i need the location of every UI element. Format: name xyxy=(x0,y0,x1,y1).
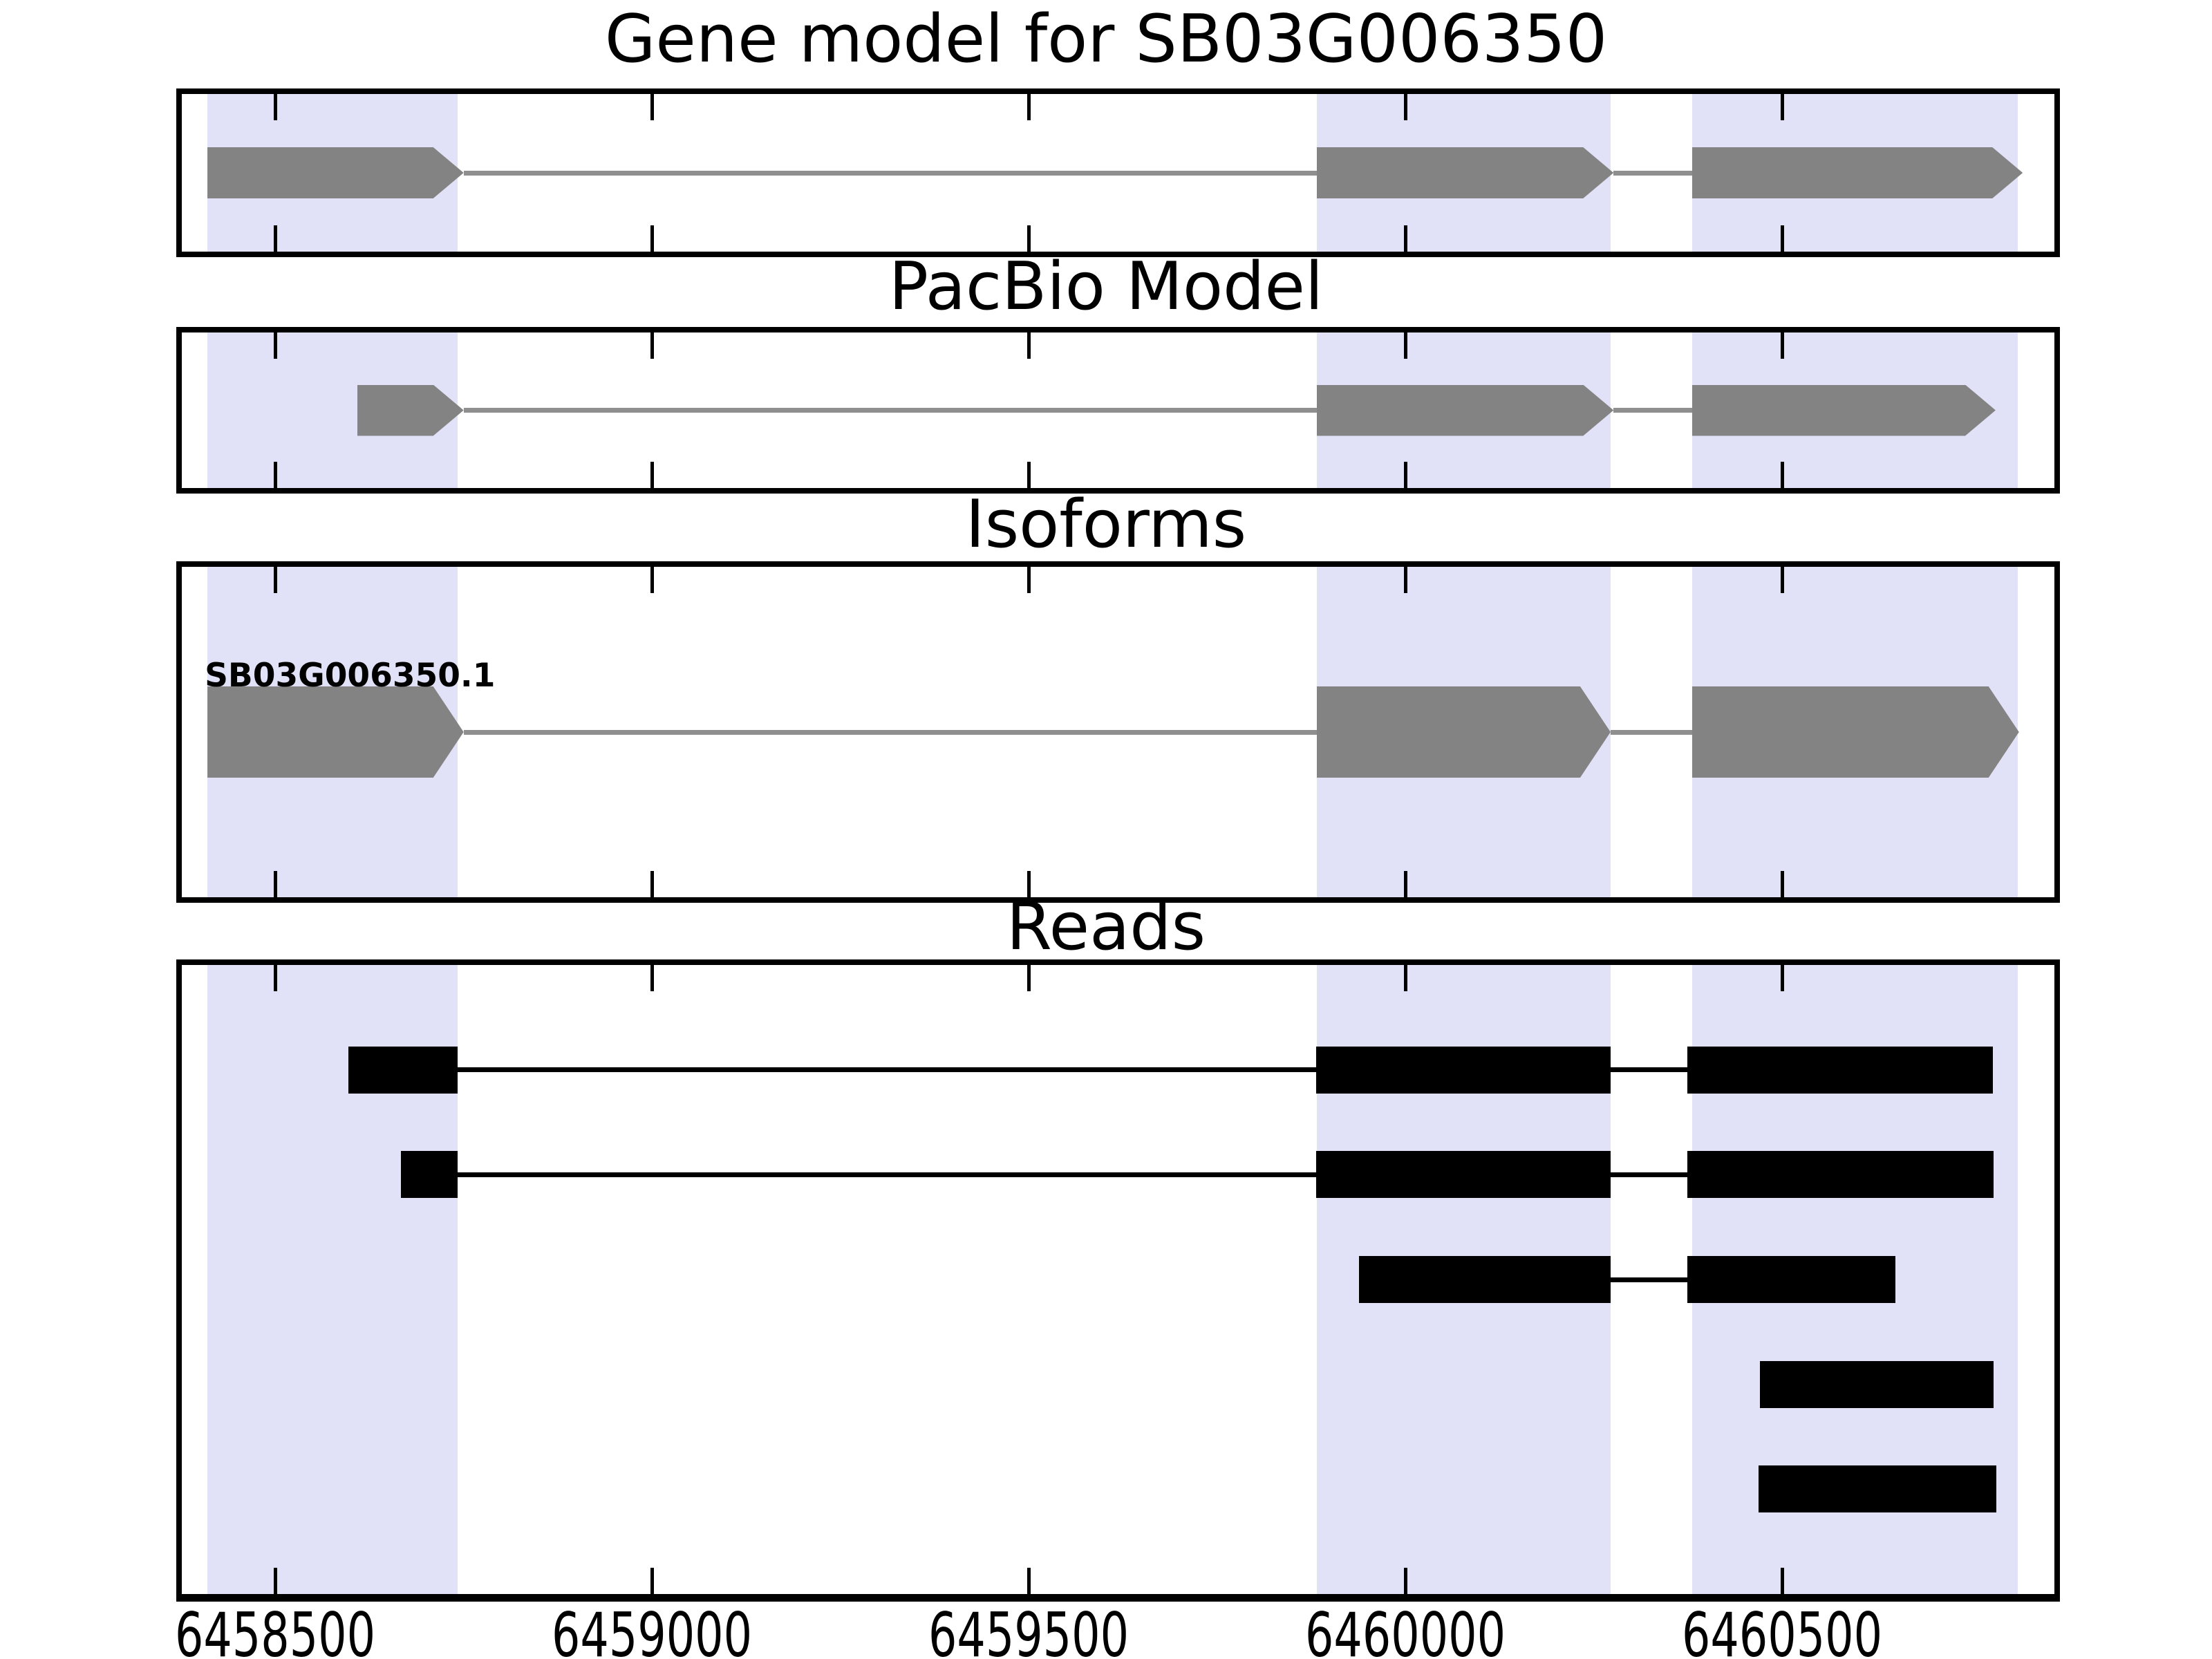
axis-tick-mark-top xyxy=(1780,965,1784,991)
read-link-line xyxy=(1610,1067,1688,1073)
axis-tick-mark-bottom xyxy=(1027,225,1031,252)
axis-tick-mark-top xyxy=(1027,567,1031,593)
axis-tick-mark-bottom xyxy=(1403,225,1407,252)
axis-tick-mark-bottom xyxy=(650,225,654,252)
axis-tick-mark-bottom xyxy=(273,462,277,488)
exon-arrow xyxy=(1691,686,2019,778)
axis-tick-mark-top xyxy=(273,332,277,359)
x-axis-tick-label: 6458500 xyxy=(175,1600,376,1659)
exon-arrow xyxy=(1316,384,1614,436)
read-block xyxy=(1315,1151,1611,1199)
axis-tick-mark-bottom xyxy=(1403,871,1407,897)
axis-tick-mark-top xyxy=(1403,332,1407,359)
exon-arrow xyxy=(1316,686,1611,778)
axis-tick-mark-bottom xyxy=(1780,462,1784,488)
track-panel-gene-model xyxy=(176,88,2060,257)
isoform-label: SB03G006350.1 xyxy=(205,657,496,695)
read-link-line xyxy=(1610,1277,1688,1282)
read-block xyxy=(401,1151,458,1199)
read-block xyxy=(1759,1360,1994,1408)
track-panel-reads xyxy=(176,959,2060,1602)
read-block xyxy=(1315,1046,1611,1094)
axis-tick-mark-bottom xyxy=(273,1568,277,1594)
read-block xyxy=(1758,1465,1997,1513)
track-title-pacbio-model: PacBio Model xyxy=(888,249,1324,325)
axis-tick-mark-top xyxy=(1780,567,1784,593)
axis-tick-mark-top xyxy=(273,94,277,120)
exon-arrow xyxy=(207,686,464,778)
intron-line xyxy=(1610,729,1692,735)
axis-tick-mark-top xyxy=(650,567,654,593)
intron-line xyxy=(1613,408,1692,413)
intron-line xyxy=(1613,170,1692,176)
read-block xyxy=(1687,1046,1993,1094)
axis-tick-mark-bottom xyxy=(1780,1568,1784,1594)
axis-tick-mark-bottom xyxy=(1780,871,1784,897)
axis-tick-mark-bottom xyxy=(1027,462,1031,488)
track-panel-isoforms: SB03G006350.1 xyxy=(176,561,2060,903)
axis-tick-mark-top xyxy=(1403,567,1407,593)
x-axis-tick-label: 6460500 xyxy=(1682,1600,1883,1659)
exon-arrow xyxy=(207,147,464,198)
exon-arrow xyxy=(1691,147,2023,198)
intron-line xyxy=(463,729,1317,735)
axis-tick-mark-bottom xyxy=(650,871,654,897)
intron-line xyxy=(463,408,1317,413)
exon-arrow xyxy=(1316,147,1614,198)
axis-tick-mark-top xyxy=(1027,332,1031,359)
axis-tick-mark-top xyxy=(1027,94,1031,120)
axis-tick-mark-bottom xyxy=(273,225,277,252)
x-axis-tick-label: 6460000 xyxy=(1305,1600,1506,1659)
axis-tick-mark-top xyxy=(273,965,277,991)
track-panel-pacbio-model xyxy=(176,327,2060,494)
x-axis-tick-label: 6459000 xyxy=(552,1600,753,1659)
axis-tick-mark-bottom xyxy=(1027,871,1031,897)
axis-tick-mark-top xyxy=(1403,965,1407,991)
axis-tick-mark-top xyxy=(273,567,277,593)
axis-tick-mark-top xyxy=(1403,94,1407,120)
read-block xyxy=(348,1046,458,1094)
read-block xyxy=(1687,1151,1994,1199)
axis-tick-mark-top xyxy=(650,965,654,991)
read-link-line xyxy=(457,1067,1316,1073)
track-title-gene-model: Gene model for SB03G006350 xyxy=(604,1,1608,77)
x-axis-tick-label: 6459500 xyxy=(928,1600,1130,1659)
read-block xyxy=(1358,1256,1611,1303)
axis-tick-mark-top xyxy=(650,332,654,359)
axis-tick-mark-bottom xyxy=(650,1568,654,1594)
read-block xyxy=(1687,1256,1895,1303)
read-link-line xyxy=(1610,1172,1688,1177)
axis-tick-mark-bottom xyxy=(1027,1568,1031,1594)
intron-line xyxy=(463,170,1317,176)
axis-tick-mark-bottom xyxy=(1780,225,1784,252)
track-title-isoforms: Isoforms xyxy=(965,487,1247,563)
track-title-reads: Reads xyxy=(1006,889,1206,965)
axis-tick-mark-bottom xyxy=(1403,1568,1407,1594)
axis-tick-mark-bottom xyxy=(650,462,654,488)
exon-arrow xyxy=(1691,384,1996,436)
axis-tick-mark-bottom xyxy=(1403,462,1407,488)
axis-tick-mark-top xyxy=(650,94,654,120)
axis-tick-mark-top xyxy=(1027,965,1031,991)
axis-tick-mark-top xyxy=(1780,332,1784,359)
read-link-line xyxy=(457,1172,1316,1177)
axis-tick-mark-bottom xyxy=(273,871,277,897)
axis-tick-mark-top xyxy=(1780,94,1784,120)
